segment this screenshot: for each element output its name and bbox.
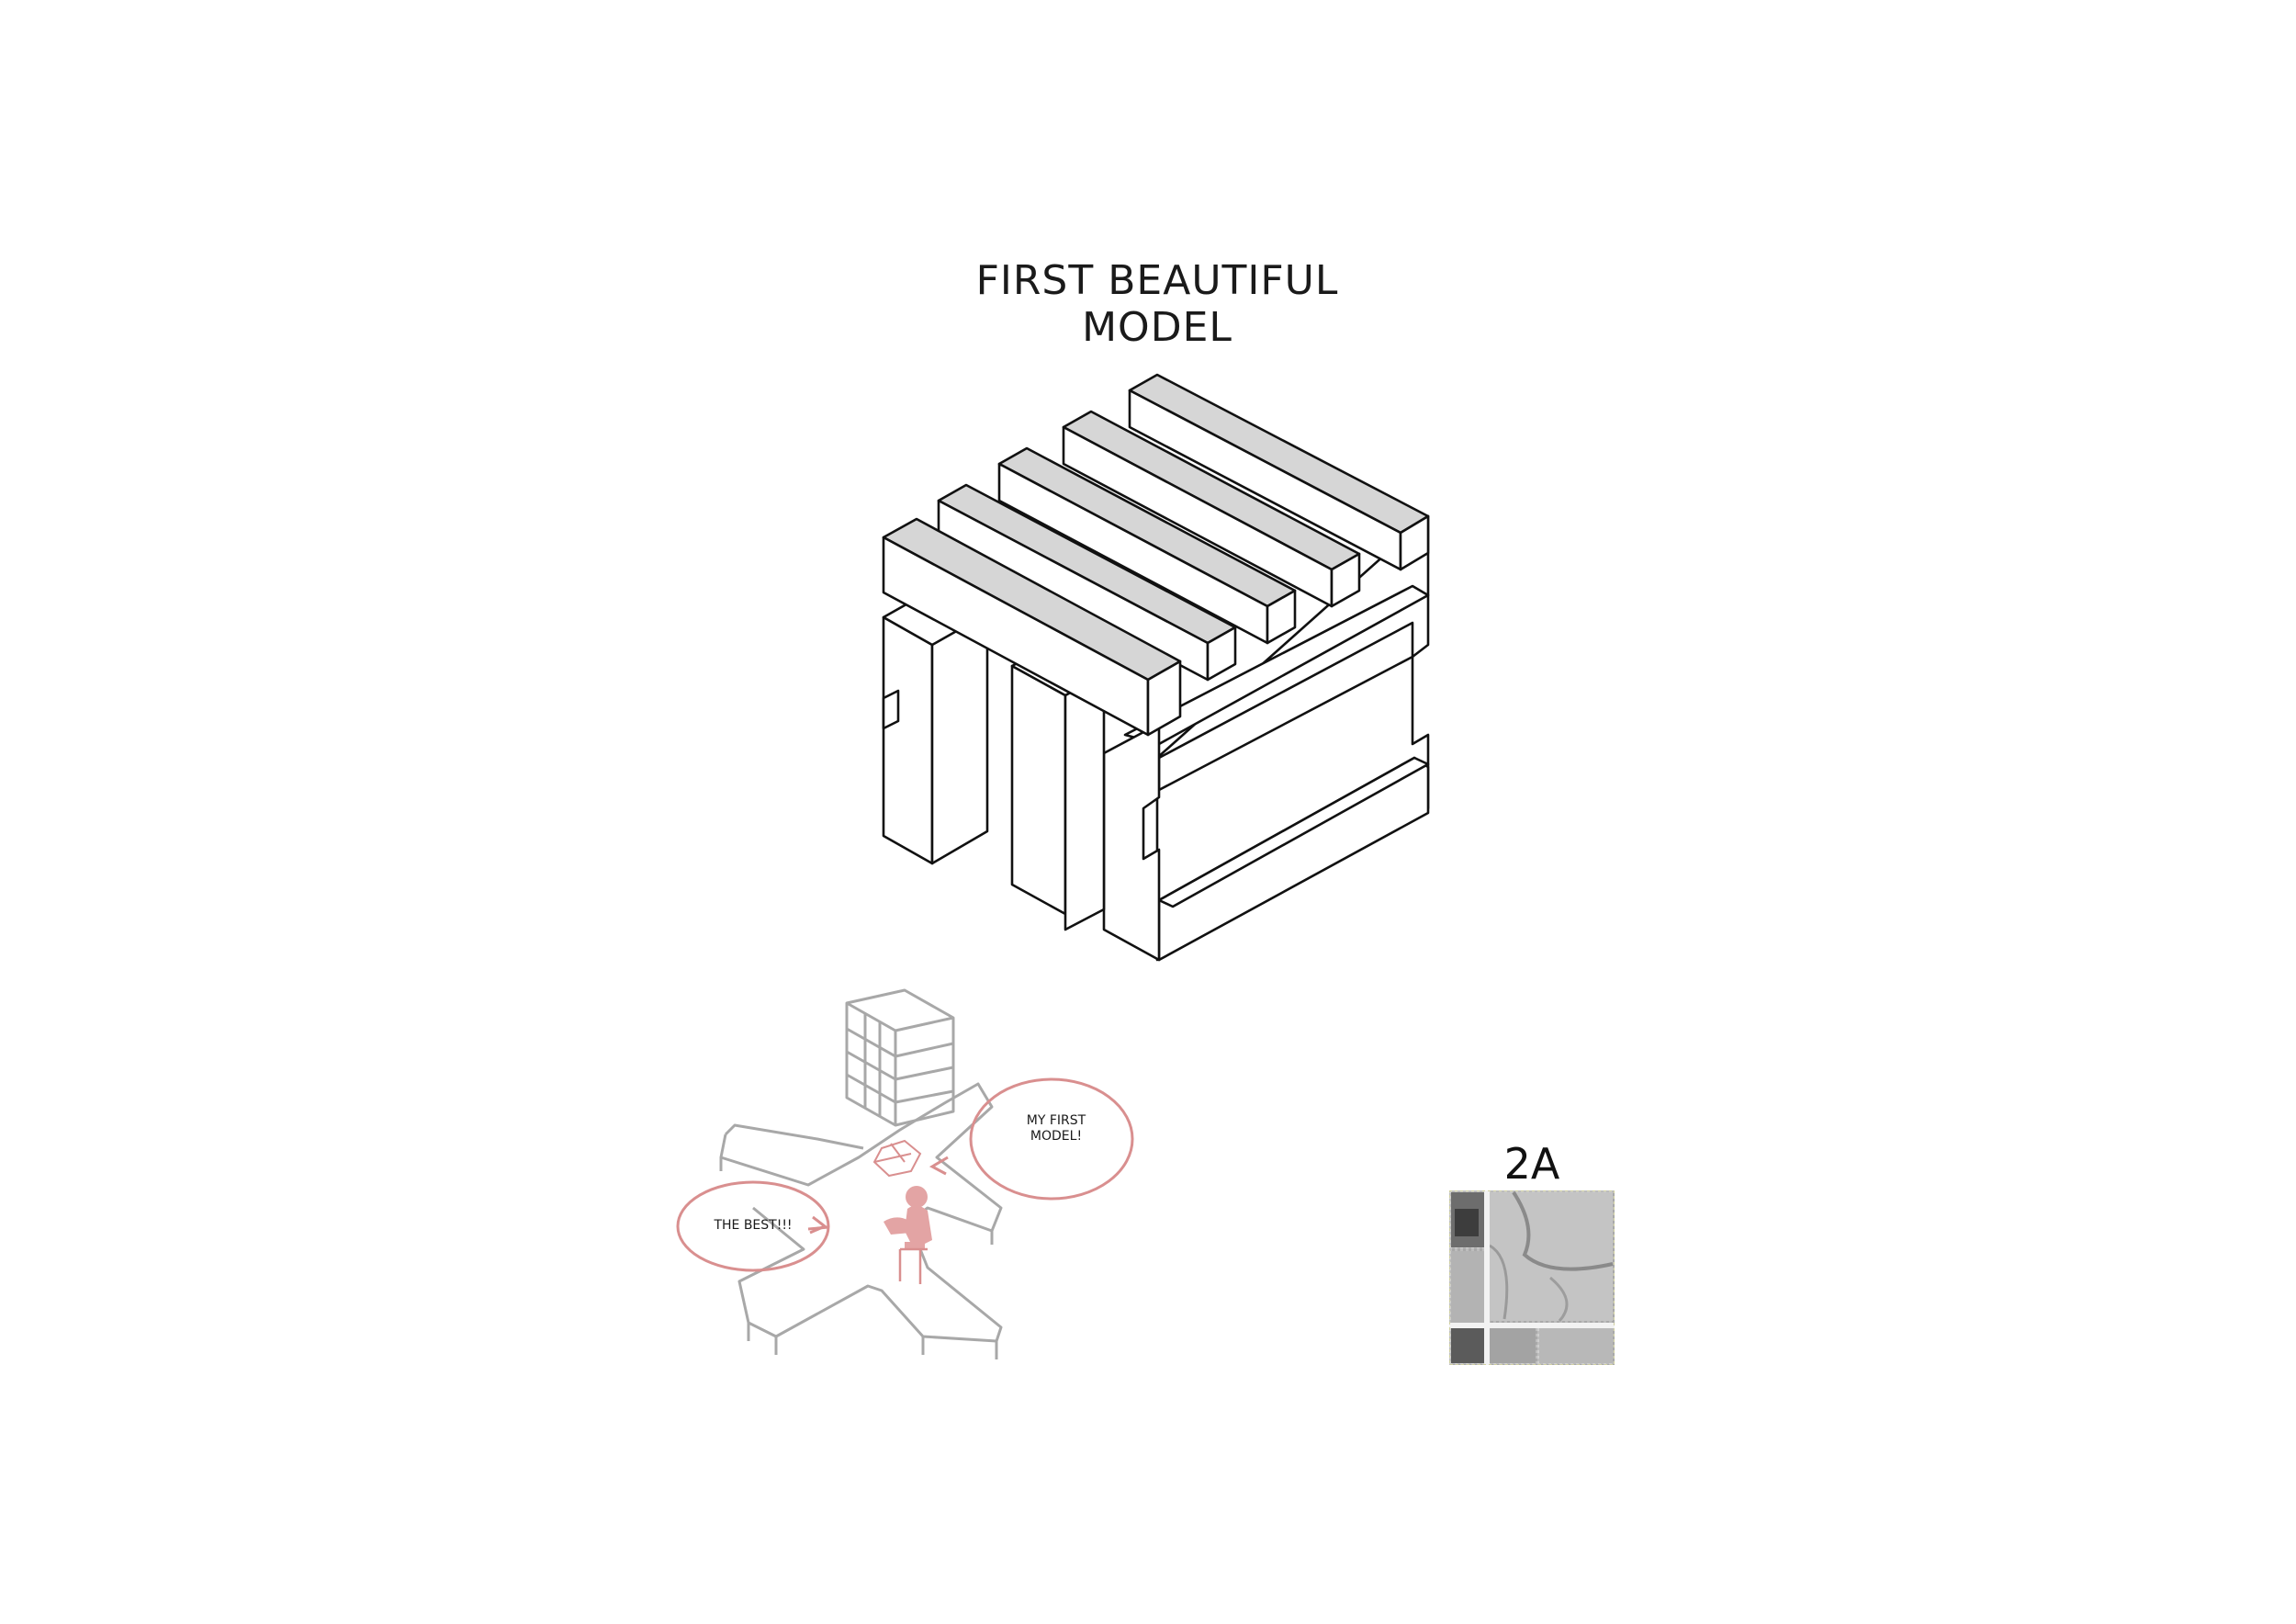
model-lower-bar-top <box>1157 756 1430 908</box>
model-center-pillar-front <box>1010 664 1067 916</box>
model-slat-4 <box>937 483 1237 682</box>
bookshelf-sketch <box>845 988 955 1127</box>
model-center-pillar-side <box>1064 671 1106 931</box>
bubble-right-line-1: MY FIRST <box>1026 1113 1086 1128</box>
model-c-face <box>1102 722 1161 962</box>
bubble-left-text: THE BEST!!! <box>714 1218 793 1233</box>
model-left-notch <box>882 689 900 730</box>
speech-bubble-left <box>676 1180 830 1272</box>
aerial-site-tile <box>1449 1190 1615 1365</box>
model-slat-3 <box>997 446 1297 645</box>
model-slat-5 <box>882 517 1182 737</box>
bubble-right-text: MY FIRST MODEL! <box>1019 1113 1093 1145</box>
model-slat-1 <box>1128 373 1430 571</box>
pink-accents <box>676 1077 1134 1272</box>
plan-label: 2A <box>1503 1139 1560 1189</box>
person-figure <box>884 1186 932 1249</box>
speech-bubble-right <box>969 1077 1134 1201</box>
axonometric-model-drawing <box>882 373 1430 962</box>
model-left-pillar-side <box>930 612 989 865</box>
concept-sketch <box>676 988 1134 1359</box>
model-slat-2 <box>1062 410 1361 608</box>
bubble-right-line-2: MODEL! <box>1030 1129 1083 1144</box>
model-left-pillar-front <box>882 615 934 865</box>
page-title: FIRST BEAUTIFUL MODEL <box>975 257 1339 351</box>
chair-sketch <box>898 1247 928 1284</box>
mini-model-sketch <box>872 1139 922 1178</box>
